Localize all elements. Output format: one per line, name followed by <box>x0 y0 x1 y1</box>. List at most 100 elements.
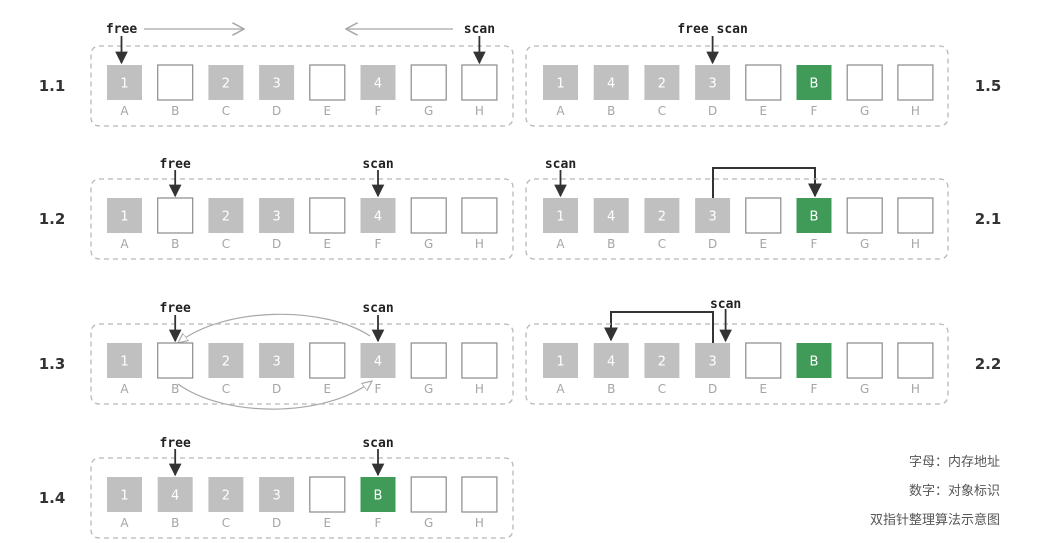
address-letter: A <box>556 382 565 396</box>
address-letter: F <box>375 382 382 396</box>
address-letter: C <box>222 382 230 396</box>
memory-cell-object <box>593 65 629 100</box>
address-letter: C <box>658 237 666 251</box>
address-letter: B <box>171 237 179 251</box>
address-letter: B <box>171 516 179 530</box>
memory-cell-object <box>796 343 832 378</box>
memory-cell-empty <box>846 342 883 379</box>
address-letter: A <box>556 104 565 118</box>
memory-cell-object <box>208 198 244 233</box>
address-letter: B <box>607 382 615 396</box>
address-letter: C <box>222 516 230 530</box>
object-id: 4 <box>374 210 382 225</box>
memory-panel-frame <box>90 457 514 539</box>
address-letter: H <box>475 104 484 118</box>
object-id: 4 <box>607 210 615 225</box>
object-id: 3 <box>272 77 280 92</box>
address-letter: D <box>272 104 281 118</box>
memory-cell-object <box>796 198 832 233</box>
object-id: 3 <box>708 210 716 225</box>
address-letter: A <box>120 516 129 530</box>
object-id: 2 <box>658 355 666 370</box>
step-label: 2.2 <box>975 355 1002 373</box>
address-letter: H <box>475 382 484 396</box>
memory-cell-object <box>543 198 578 233</box>
memory-cell-empty <box>461 64 498 101</box>
memory-cell-empty <box>157 342 194 379</box>
memory-cell-empty <box>897 64 934 101</box>
address-letter: H <box>475 237 484 251</box>
pointer-label: scan <box>362 301 393 316</box>
legend-number-meaning: 数字：对象标识 <box>908 484 1000 499</box>
object-id: 3 <box>708 77 716 92</box>
address-letter: G <box>424 237 433 251</box>
object-id: 3 <box>708 355 716 370</box>
memory-cell-empty <box>410 197 447 234</box>
pointer-label: free scan <box>677 22 747 37</box>
address-letter: G <box>860 104 869 118</box>
memory-cell-empty <box>745 64 782 101</box>
pointer-label: free <box>160 436 191 451</box>
object-id: 2 <box>222 489 230 504</box>
object-id: 3 <box>272 210 280 225</box>
address-letter: C <box>658 104 666 118</box>
object-id: 3 <box>272 489 280 504</box>
step-label: 1.3 <box>39 355 66 373</box>
memory-cell-object <box>157 477 193 512</box>
address-letter: F <box>375 104 382 118</box>
memory-cell-empty <box>461 197 498 234</box>
memory-cell-object <box>644 198 680 233</box>
address-letter: C <box>222 104 230 118</box>
memory-cell-empty <box>897 197 934 234</box>
memory-cell-empty <box>846 64 883 101</box>
memory-cell-object <box>695 198 731 233</box>
step-label: 1.1 <box>39 77 66 95</box>
memory-cell-empty <box>157 197 194 234</box>
memory-cell-object <box>796 65 832 100</box>
address-letter: A <box>556 237 565 251</box>
object-id: 2 <box>658 77 666 92</box>
object-id: B <box>810 210 819 225</box>
address-letter: E <box>324 516 332 530</box>
memory-cell-object <box>259 477 295 512</box>
address-letter: D <box>272 516 281 530</box>
memory-cell-empty <box>410 64 447 101</box>
memory-cell-empty <box>157 64 194 101</box>
object-id: 4 <box>607 77 615 92</box>
memory-cell-empty <box>309 197 346 234</box>
step-label: 1.2 <box>39 210 66 228</box>
address-letter: H <box>911 237 920 251</box>
object-id: 4 <box>374 355 382 370</box>
memory-cell-empty <box>309 476 346 513</box>
memory-cell-object <box>107 477 142 512</box>
pointer-label: scan <box>464 22 495 37</box>
memory-panel-frame <box>90 178 514 260</box>
memory-cell-object <box>695 65 731 100</box>
object-id: 1 <box>556 355 564 370</box>
address-letter: G <box>424 104 433 118</box>
pointer-label: scan <box>545 157 576 172</box>
address-letter: D <box>708 237 717 251</box>
memory-cell-empty <box>745 197 782 234</box>
object-id: B <box>374 489 383 504</box>
pointer-label: free <box>106 22 137 37</box>
swap-arc-lower <box>177 381 372 410</box>
address-letter: F <box>375 516 382 530</box>
memory-cell-empty <box>309 342 346 379</box>
object-id: B <box>810 77 819 92</box>
memory-cell-empty <box>745 342 782 379</box>
address-letter: F <box>811 382 818 396</box>
memory-cell-object <box>107 343 142 378</box>
memory-panel-frame <box>525 178 949 260</box>
memory-cell-object <box>593 343 629 378</box>
memory-cell-object <box>360 65 396 100</box>
step-label: 2.1 <box>975 210 1002 228</box>
memory-cell-object <box>107 198 142 233</box>
address-letter: E <box>324 382 332 396</box>
memory-cell-empty <box>846 197 883 234</box>
memory-cell-object <box>259 343 295 378</box>
address-letter: C <box>658 382 666 396</box>
object-id: 1 <box>556 210 564 225</box>
pointer-label: scan <box>362 436 393 451</box>
